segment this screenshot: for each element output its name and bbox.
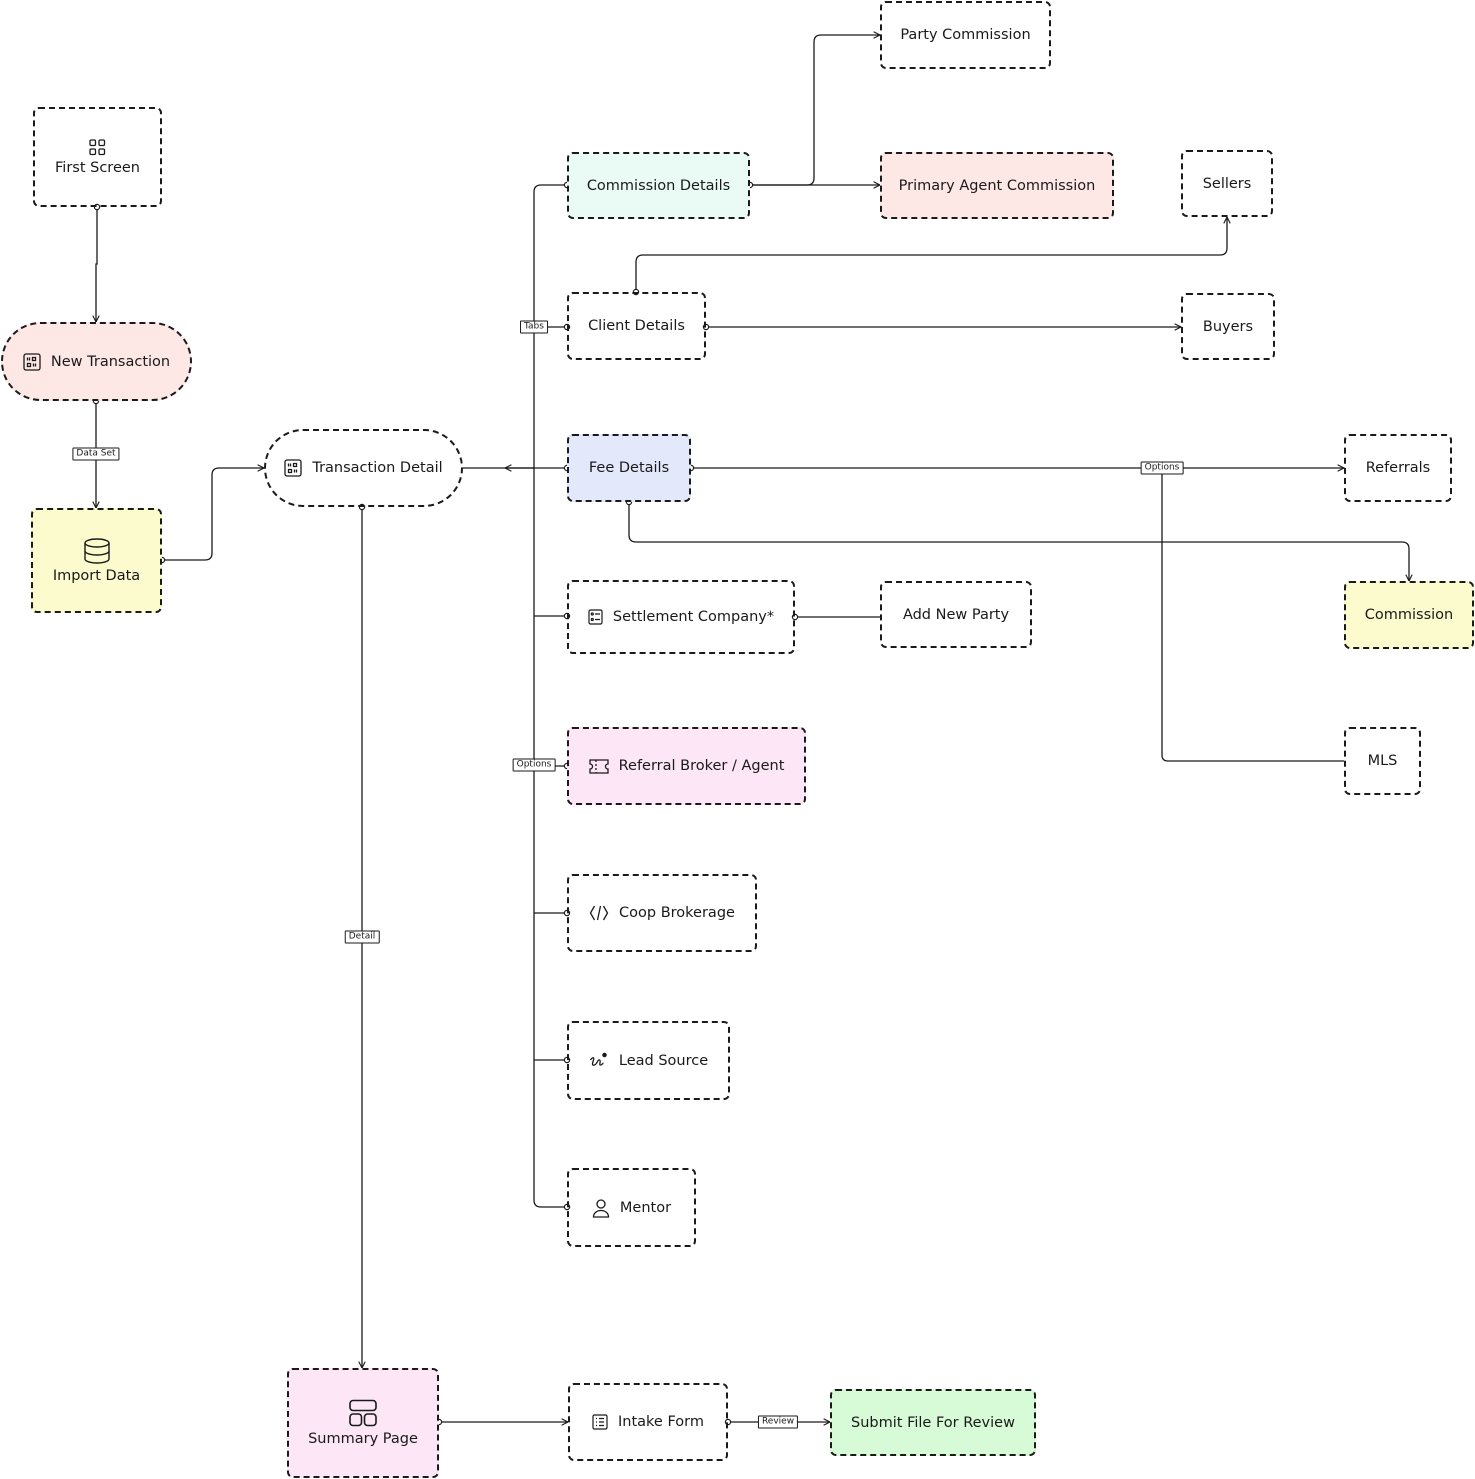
node-label: Summary Page	[308, 1431, 418, 1447]
edge-first-to-new	[96, 207, 97, 322]
node-label: Primary Agent Commission	[898, 177, 1096, 194]
node-label: New Transaction	[50, 353, 171, 370]
node-label: Add New Party	[902, 606, 1010, 623]
edge-label-tabs: Tabs	[520, 320, 548, 334]
edge-label-detail: Detail	[344, 930, 380, 944]
edge-label-options-referral: Options	[512, 758, 556, 772]
node-primary-agent-commission[interactable]: Primary Agent Commission	[880, 152, 1114, 219]
calculator-icon	[23, 352, 41, 371]
grid-icon	[89, 138, 106, 156]
edge-client-to-sellers	[635, 217, 1227, 292]
node-commission[interactable]: Commission	[1344, 581, 1474, 649]
node-label: First Screen	[55, 159, 140, 176]
node-party-commission[interactable]: Party Commission	[880, 1, 1051, 69]
node-mls[interactable]: MLS	[1344, 727, 1421, 795]
node-intake-form[interactable]: Intake Form	[568, 1383, 728, 1461]
edge-label-data-set: Data Set	[72, 447, 120, 461]
node-label: Commission	[1364, 607, 1454, 623]
code-icon	[589, 904, 609, 922]
node-mentor[interactable]: Mentor	[567, 1168, 696, 1247]
node-label: Transaction Detail	[312, 460, 443, 476]
checklist-icon	[592, 1414, 608, 1430]
edge-commission-to-party	[750, 35, 880, 186]
node-label: Fee Details	[588, 460, 670, 476]
node-new-transaction[interactable]: New Transaction	[1, 322, 192, 401]
node-sellers[interactable]: Sellers	[1181, 150, 1273, 217]
node-label: Import Data	[52, 567, 141, 584]
node-label: Sellers	[1202, 175, 1252, 192]
node-referrals[interactable]: Referrals	[1344, 434, 1452, 502]
edge-trunk	[533, 184, 567, 1208]
node-transaction-detail[interactable]: Transaction Detail	[264, 429, 463, 507]
node-commission-details[interactable]: Commission Details	[567, 152, 750, 219]
node-fee-details[interactable]: Fee Details	[567, 434, 691, 502]
node-lead-source[interactable]: Lead Source	[567, 1021, 730, 1100]
node-import-data[interactable]: Import Data	[31, 508, 162, 613]
edge-label-review: Review	[757, 1415, 799, 1429]
user-icon	[592, 1198, 610, 1218]
node-label: Commission Details	[586, 177, 731, 194]
node-label: Submit File For Review	[851, 1414, 1015, 1431]
node-label: Settlement Company*	[612, 609, 775, 625]
node-label: Referrals	[1365, 460, 1431, 476]
edge-options-to-mls	[1161, 468, 1344, 762]
node-add-new-party[interactable]: Add New Party	[880, 581, 1032, 648]
node-coop-brokerage[interactable]: Coop Brokerage	[567, 874, 757, 952]
node-label: Intake Form	[618, 1414, 704, 1430]
edge-label-options-fee: Options	[1140, 461, 1184, 475]
node-label: Coop Brokerage	[619, 905, 735, 921]
node-label: Party Commission	[900, 27, 1031, 43]
signature-icon	[589, 1052, 609, 1070]
ticket-icon	[588, 758, 609, 774]
node-label: Lead Source	[618, 1052, 709, 1069]
layout-icon	[348, 1399, 378, 1427]
node-label: MLS	[1367, 753, 1398, 769]
node-label: Client Details	[588, 318, 685, 334]
edge-fee-to-commission	[628, 502, 1409, 581]
node-client-details[interactable]: Client Details	[567, 292, 706, 360]
node-label: Buyers	[1202, 318, 1254, 335]
node-submit-file[interactable]: Submit File For Review	[830, 1389, 1036, 1456]
node-label: Referral Broker / Agent	[618, 758, 785, 774]
database-icon	[83, 537, 111, 564]
calculator-icon	[284, 459, 303, 477]
node-referral-broker[interactable]: Referral Broker / Agent	[567, 727, 806, 805]
node-label: Mentor	[619, 1199, 672, 1216]
edge-import-to-detail	[162, 468, 264, 561]
node-settlement-company[interactable]: Settlement Company*	[567, 580, 795, 654]
node-first-screen[interactable]: First Screen	[33, 107, 162, 207]
node-summary-page[interactable]: Summary Page	[287, 1368, 439, 1478]
list-icon	[588, 609, 603, 625]
node-buyers[interactable]: Buyers	[1181, 293, 1275, 360]
